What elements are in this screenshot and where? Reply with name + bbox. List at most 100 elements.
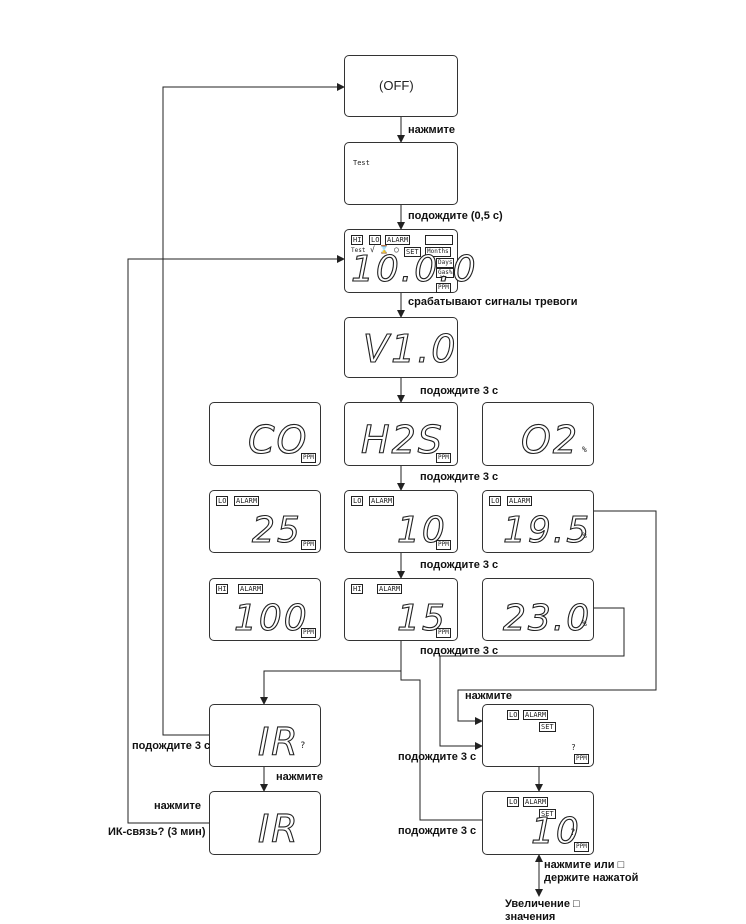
screen-hi-o2: 23.0 % [482, 578, 594, 641]
label-wait-3-a: подождите 3 с [420, 385, 499, 397]
screen-lo-o2: LO ALARM 19.5 % [482, 490, 594, 553]
label-alarms: срабатывают сигналы тревоги [408, 296, 578, 308]
label-press-hold: нажмите или □ держите нажатой [544, 859, 639, 884]
lo-o2-value: 19.5 [502, 510, 592, 551]
months-tag: Months [425, 247, 451, 257]
label-increase: Увеличение □ значения [505, 898, 580, 923]
o2-value: O2 [520, 418, 580, 462]
set1-set: SET [539, 722, 556, 732]
label-wait-3-ir: подождите 3 с [132, 740, 211, 752]
lo-o2-alarm: ALARM [507, 496, 533, 506]
battery-icon [425, 235, 453, 245]
lo-h2s-alarm: ALARM [369, 496, 395, 506]
ir-value: IR [257, 807, 300, 851]
o2-unit: % [582, 445, 587, 454]
screen-all-segments: HI LO ALARM Test √ ⌛ ○ SET Months Days G… [344, 229, 476, 293]
label-press-ir: нажмите [276, 771, 323, 783]
loop-irq-off [162, 83, 345, 736]
screen-ir-question: IR ? [209, 704, 321, 767]
lo-o2-unit: % [582, 531, 587, 540]
lo-tag: LO [369, 235, 382, 245]
set2-lo: LO [507, 797, 520, 807]
lo-co-value: 25 [251, 510, 302, 551]
label-press-right: нажмите [465, 690, 512, 702]
off-text: (OFF) [379, 78, 414, 93]
screen-co: CO PPM [209, 402, 321, 466]
lo-h2s-lo: LO [351, 496, 364, 506]
set2-mark: ? [570, 828, 576, 838]
screen-set-2: LO ALARM SET 10 ? PPM [482, 791, 594, 855]
hi-o2-value: 23.0 [502, 598, 592, 639]
co-value: CO [247, 418, 309, 462]
lo-co-lo: LO [216, 496, 229, 506]
hi-tag: HI [351, 235, 364, 245]
ir-question-mark: ? [300, 741, 306, 751]
screen-hi-h2s: HI ALARM 15 PPM [344, 578, 458, 641]
screen-version: V1.0 [344, 317, 458, 378]
hi-co-alarm: ALARM [238, 584, 264, 594]
set2-alarm: ALARM [523, 797, 549, 807]
label-wait-05: подождите (0,5 с) [408, 210, 503, 222]
screen-hi-co: HI ALARM 100 PPM [209, 578, 321, 641]
loop-ir-all [127, 255, 345, 824]
hi-co-value: 100 [233, 598, 309, 639]
gas-tag: Gas% [436, 268, 455, 278]
co-unit: PPM [301, 453, 316, 463]
set1-alarm: ALARM [523, 710, 549, 720]
lo-co-unit: PPM [301, 540, 316, 550]
label-ir-link: ИК-связь? (3 мин) [108, 826, 206, 838]
label-wait-3-b: подождите 3 с [420, 471, 499, 483]
label-press-1: нажмите [408, 124, 455, 136]
digits-all: 10.0.0 [350, 249, 478, 290]
hi-co-hi: HI [216, 584, 229, 594]
set-tag: SET [404, 247, 421, 257]
screen-lo-co: LO ALARM 25 PPM [209, 490, 321, 553]
label-wait-3-set1: подождите 3 с [398, 751, 477, 763]
arrow-hi-ir [260, 641, 402, 705]
label-wait-3-c: подождите 3 с [420, 559, 499, 571]
screen-lo-h2s: LO ALARM 10 PPM [344, 490, 458, 553]
set2-set: SET [539, 809, 556, 819]
loop-set2-off [400, 641, 482, 821]
screen-off: (OFF) [344, 55, 458, 117]
days-tag: Days [436, 258, 455, 268]
set2-unit: PPM [574, 842, 589, 852]
hi-h2s-value: 15 [396, 598, 447, 639]
screen-set-1: LO ALARM SET ? PPM [482, 704, 594, 767]
check-icon: √ [370, 245, 375, 254]
label-press-left: нажмите [154, 800, 201, 812]
ir-question-value: IR [257, 720, 300, 764]
ppm-tag: PPM [436, 283, 451, 293]
screen-ir: IR [209, 791, 321, 855]
set1-mark: ? [571, 743, 576, 752]
alarm-tag: ALARM [385, 235, 411, 245]
hi-o2-unit: % [582, 619, 587, 628]
version-value: V1.0 [362, 327, 458, 371]
label-wait-3-set2: подождите 3 с [398, 825, 477, 837]
loop-hio2-set1 [439, 607, 625, 750]
circle-icon: ○ [394, 245, 399, 254]
set1-unit: PPM [574, 754, 589, 764]
hi-h2s-alarm: ALARM [377, 584, 403, 594]
hi-h2s-hi: HI [351, 584, 364, 594]
hourglass-icon: ⌛ [379, 245, 389, 254]
loop-loo2-set1 [457, 510, 657, 725]
lo-h2s-value: 10 [396, 510, 447, 551]
screen-test: Test [344, 142, 458, 205]
lo-h2s-unit: PPM [436, 540, 451, 550]
test-label: Test [351, 247, 366, 254]
set1-lo: LO [507, 710, 520, 720]
hi-co-unit: PPM [301, 628, 316, 638]
lo-co-alarm: ALARM [234, 496, 260, 506]
h2s-unit: PPM [436, 453, 451, 463]
label-wait-3-d: подождите 3 с [420, 645, 499, 657]
h2s-value: H2S [360, 418, 444, 462]
screen-o2: O2 % [482, 402, 594, 466]
hi-h2s-unit: PPM [436, 628, 451, 638]
test-text: Test [353, 159, 370, 167]
percent-tag: °% [439, 275, 447, 282]
lo-o2-lo: LO [489, 496, 502, 506]
screen-h2s: H2S PPM [344, 402, 458, 466]
set2-value: 10 [530, 811, 581, 852]
